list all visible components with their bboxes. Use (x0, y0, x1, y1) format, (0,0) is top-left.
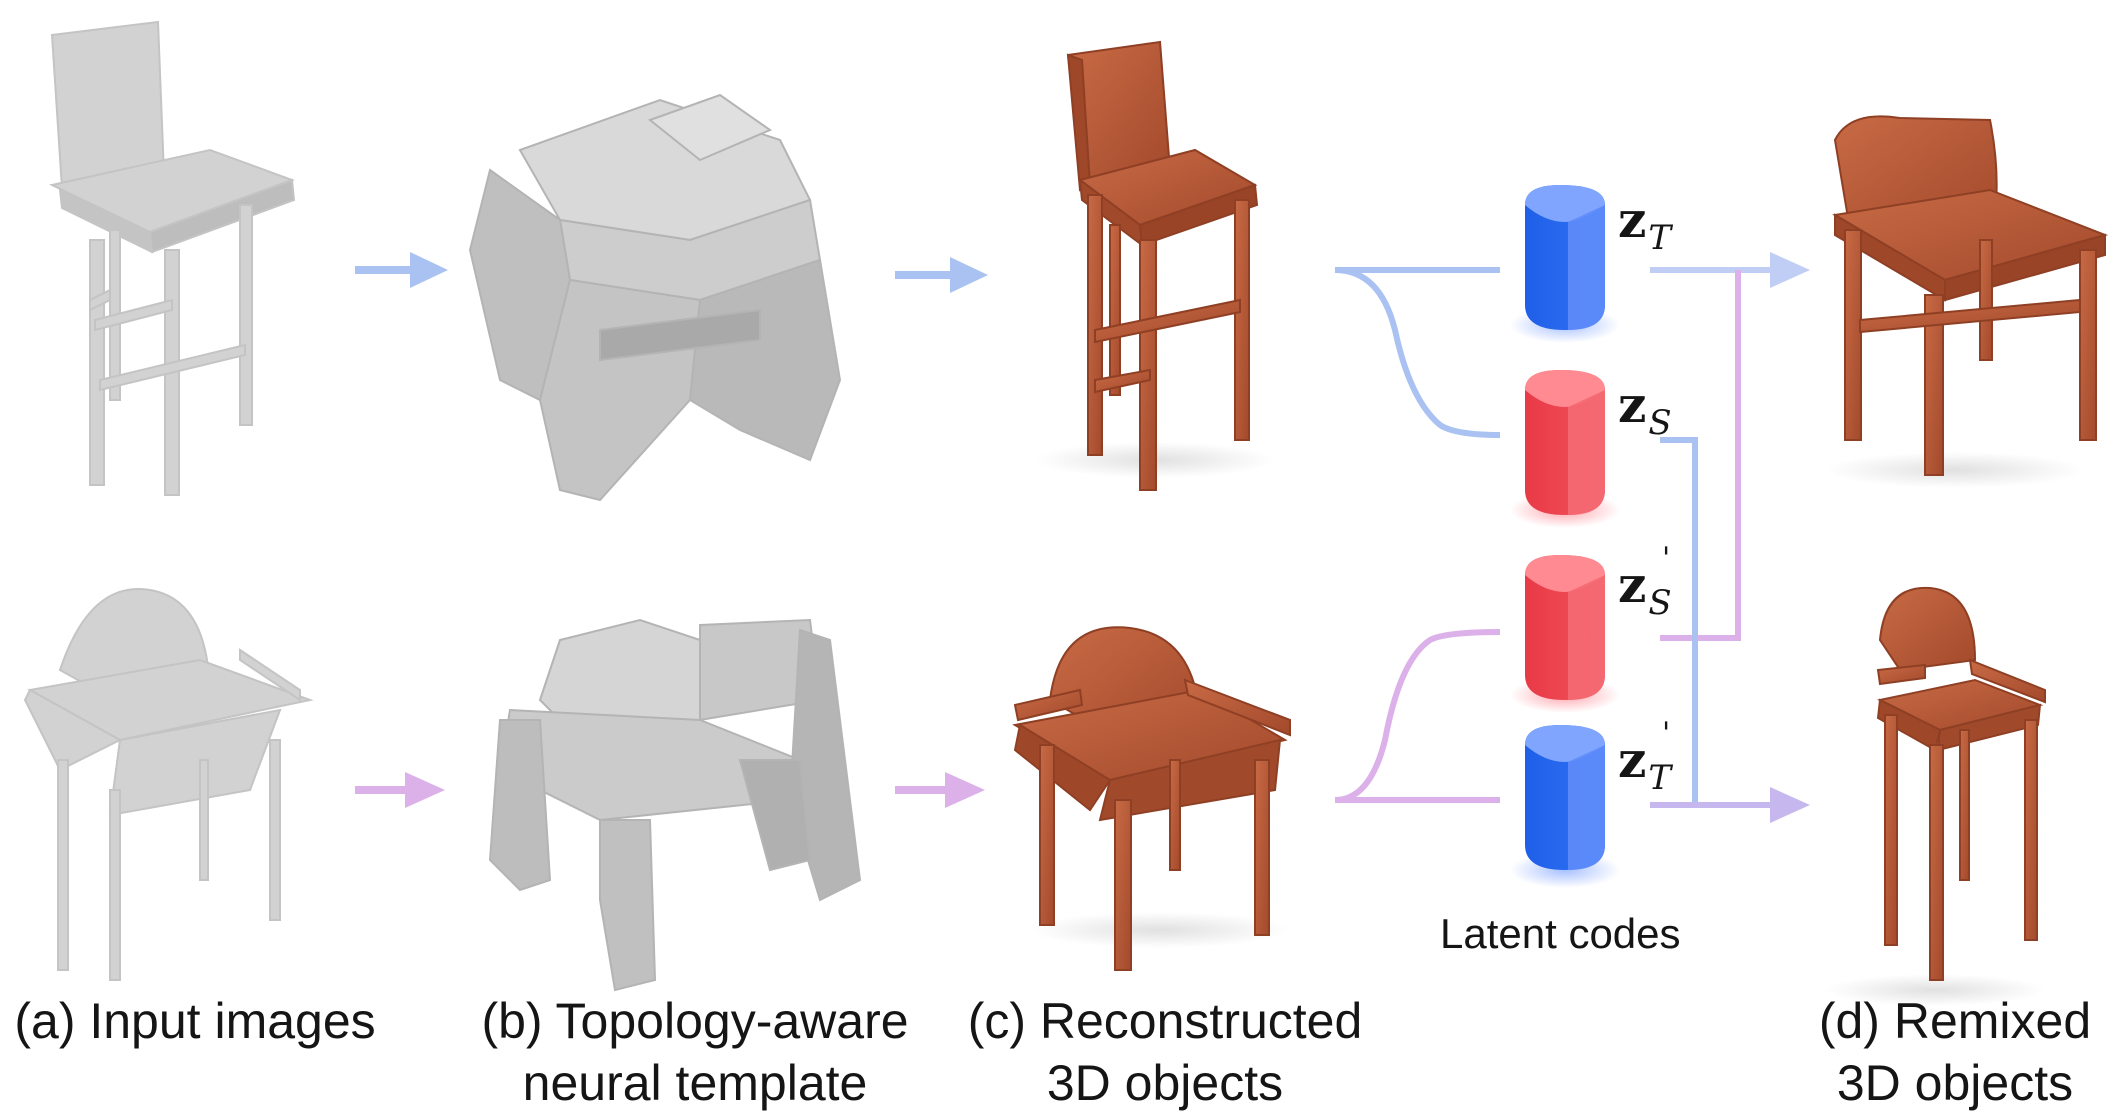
caption-neural-template: (b) Topology-aware neural template (481, 993, 909, 1111)
route-zs-to-bottom-remix (1660, 437, 1698, 805)
caption-reconstructed: (c) Reconstructed 3D objects (967, 993, 1363, 1111)
latent-code-block-zt-prime (1510, 725, 1620, 888)
neural-template-top (468, 93, 842, 502)
latent-code-label-zt-prime: zT' (1618, 716, 1672, 798)
arrow-a-to-b-bottom (355, 772, 445, 808)
reconstructed-arm-chair (1012, 626, 1291, 971)
connector-bottom-to-zs-prime (1334, 629, 1501, 803)
arrow-b-to-c-bottom (895, 772, 985, 808)
latent-code-block-zt (1510, 185, 1620, 343)
latent-codes-label: Latent codes (1440, 910, 1681, 957)
arrow-b-to-c-top (895, 257, 988, 293)
input-image-bar-stool (48, 20, 296, 496)
latent-code-label-zs-prime: zS' (1618, 541, 1672, 623)
remixed-square-chair (1832, 115, 2109, 476)
route-zs-prime-to-top-remix (1660, 270, 1741, 641)
connector-top-to-zs (1334, 267, 1501, 438)
latent-code-block-zs-prime (1510, 555, 1620, 713)
arrow-head-bottom-remix (1770, 787, 1810, 823)
latent-code-label-zs: zS (1618, 375, 1672, 443)
latent-code-label-zt: zT (1618, 190, 1672, 258)
arrow-a-to-b-top (355, 252, 448, 288)
caption-input-images: (a) Input images (14, 993, 376, 1049)
neural-template-bottom (488, 618, 862, 992)
latent-code-block-zs (1510, 370, 1620, 528)
caption-remixed: (d) Remixed 3D objects (1818, 993, 2092, 1111)
remixed-tall-arm-chair (1876, 586, 2046, 981)
reconstructed-bar-stool (1066, 40, 1259, 491)
arrow-head-top-remix (1770, 252, 1810, 288)
input-image-arm-chair (23, 588, 314, 981)
